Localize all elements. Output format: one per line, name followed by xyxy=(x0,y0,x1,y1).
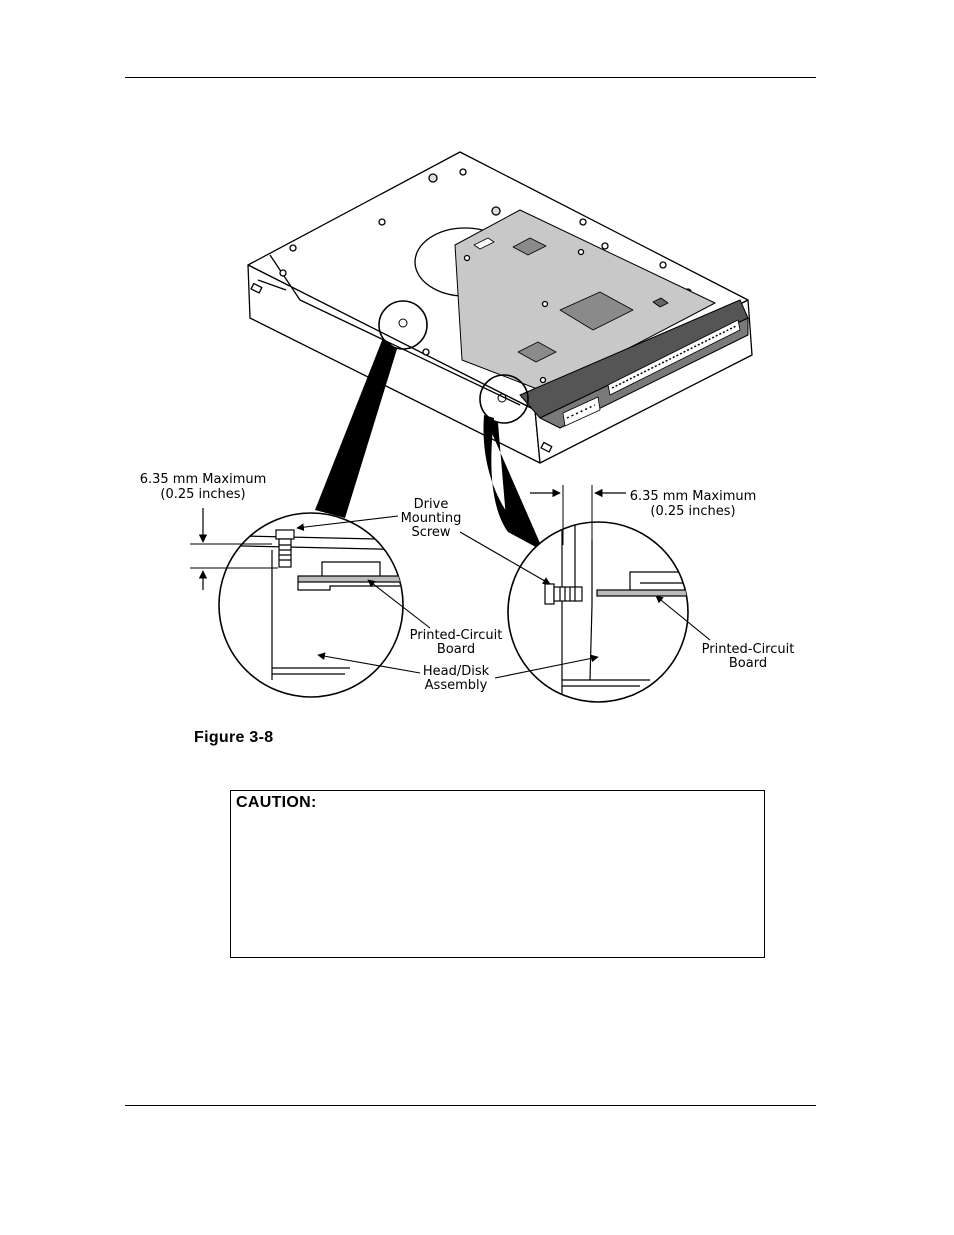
right-dimension-label: 6.35 mm Maximum xyxy=(630,489,757,504)
pcb-right-label-1: Printed-Circuit xyxy=(702,642,795,657)
caution-title: CAUTION: xyxy=(236,794,317,811)
left-dimension-label: 6.35 mm Maximum xyxy=(140,472,267,487)
drive-mounting-figure: 6.35 mm Maximum (0.25 inches) 6.35 mm Ma… xyxy=(140,151,795,703)
footer-rule xyxy=(125,1105,816,1106)
header-rule xyxy=(125,77,816,78)
pcb-left-label-1: Printed-Circuit xyxy=(410,628,503,643)
screw-label-1: Drive xyxy=(414,497,449,512)
screw-label-2: Mounting xyxy=(401,511,462,526)
pcb-right-label-2: Board xyxy=(729,656,767,671)
pcb-left-label-2: Board xyxy=(437,642,475,657)
callout-circle-right xyxy=(479,374,529,424)
screw-label-3: Screw xyxy=(411,525,450,540)
hda-label-2: Assembly xyxy=(425,678,488,693)
callout-circle-left xyxy=(378,300,428,350)
hda-label-1: Head/Disk xyxy=(423,664,490,679)
hard-drive-illustration xyxy=(247,151,753,464)
figure-caption: Figure 3-8 xyxy=(194,729,274,746)
callout-wedge-right xyxy=(484,415,543,550)
left-dimension-inches: (0.25 inches) xyxy=(160,487,245,502)
caution-box: CAUTION: xyxy=(230,790,765,958)
callout-wedge-left xyxy=(315,338,397,518)
detail-view-top-mount xyxy=(218,512,404,698)
detail-view-side-mount xyxy=(507,521,689,703)
right-dimension-inches: (0.25 inches) xyxy=(650,504,735,519)
